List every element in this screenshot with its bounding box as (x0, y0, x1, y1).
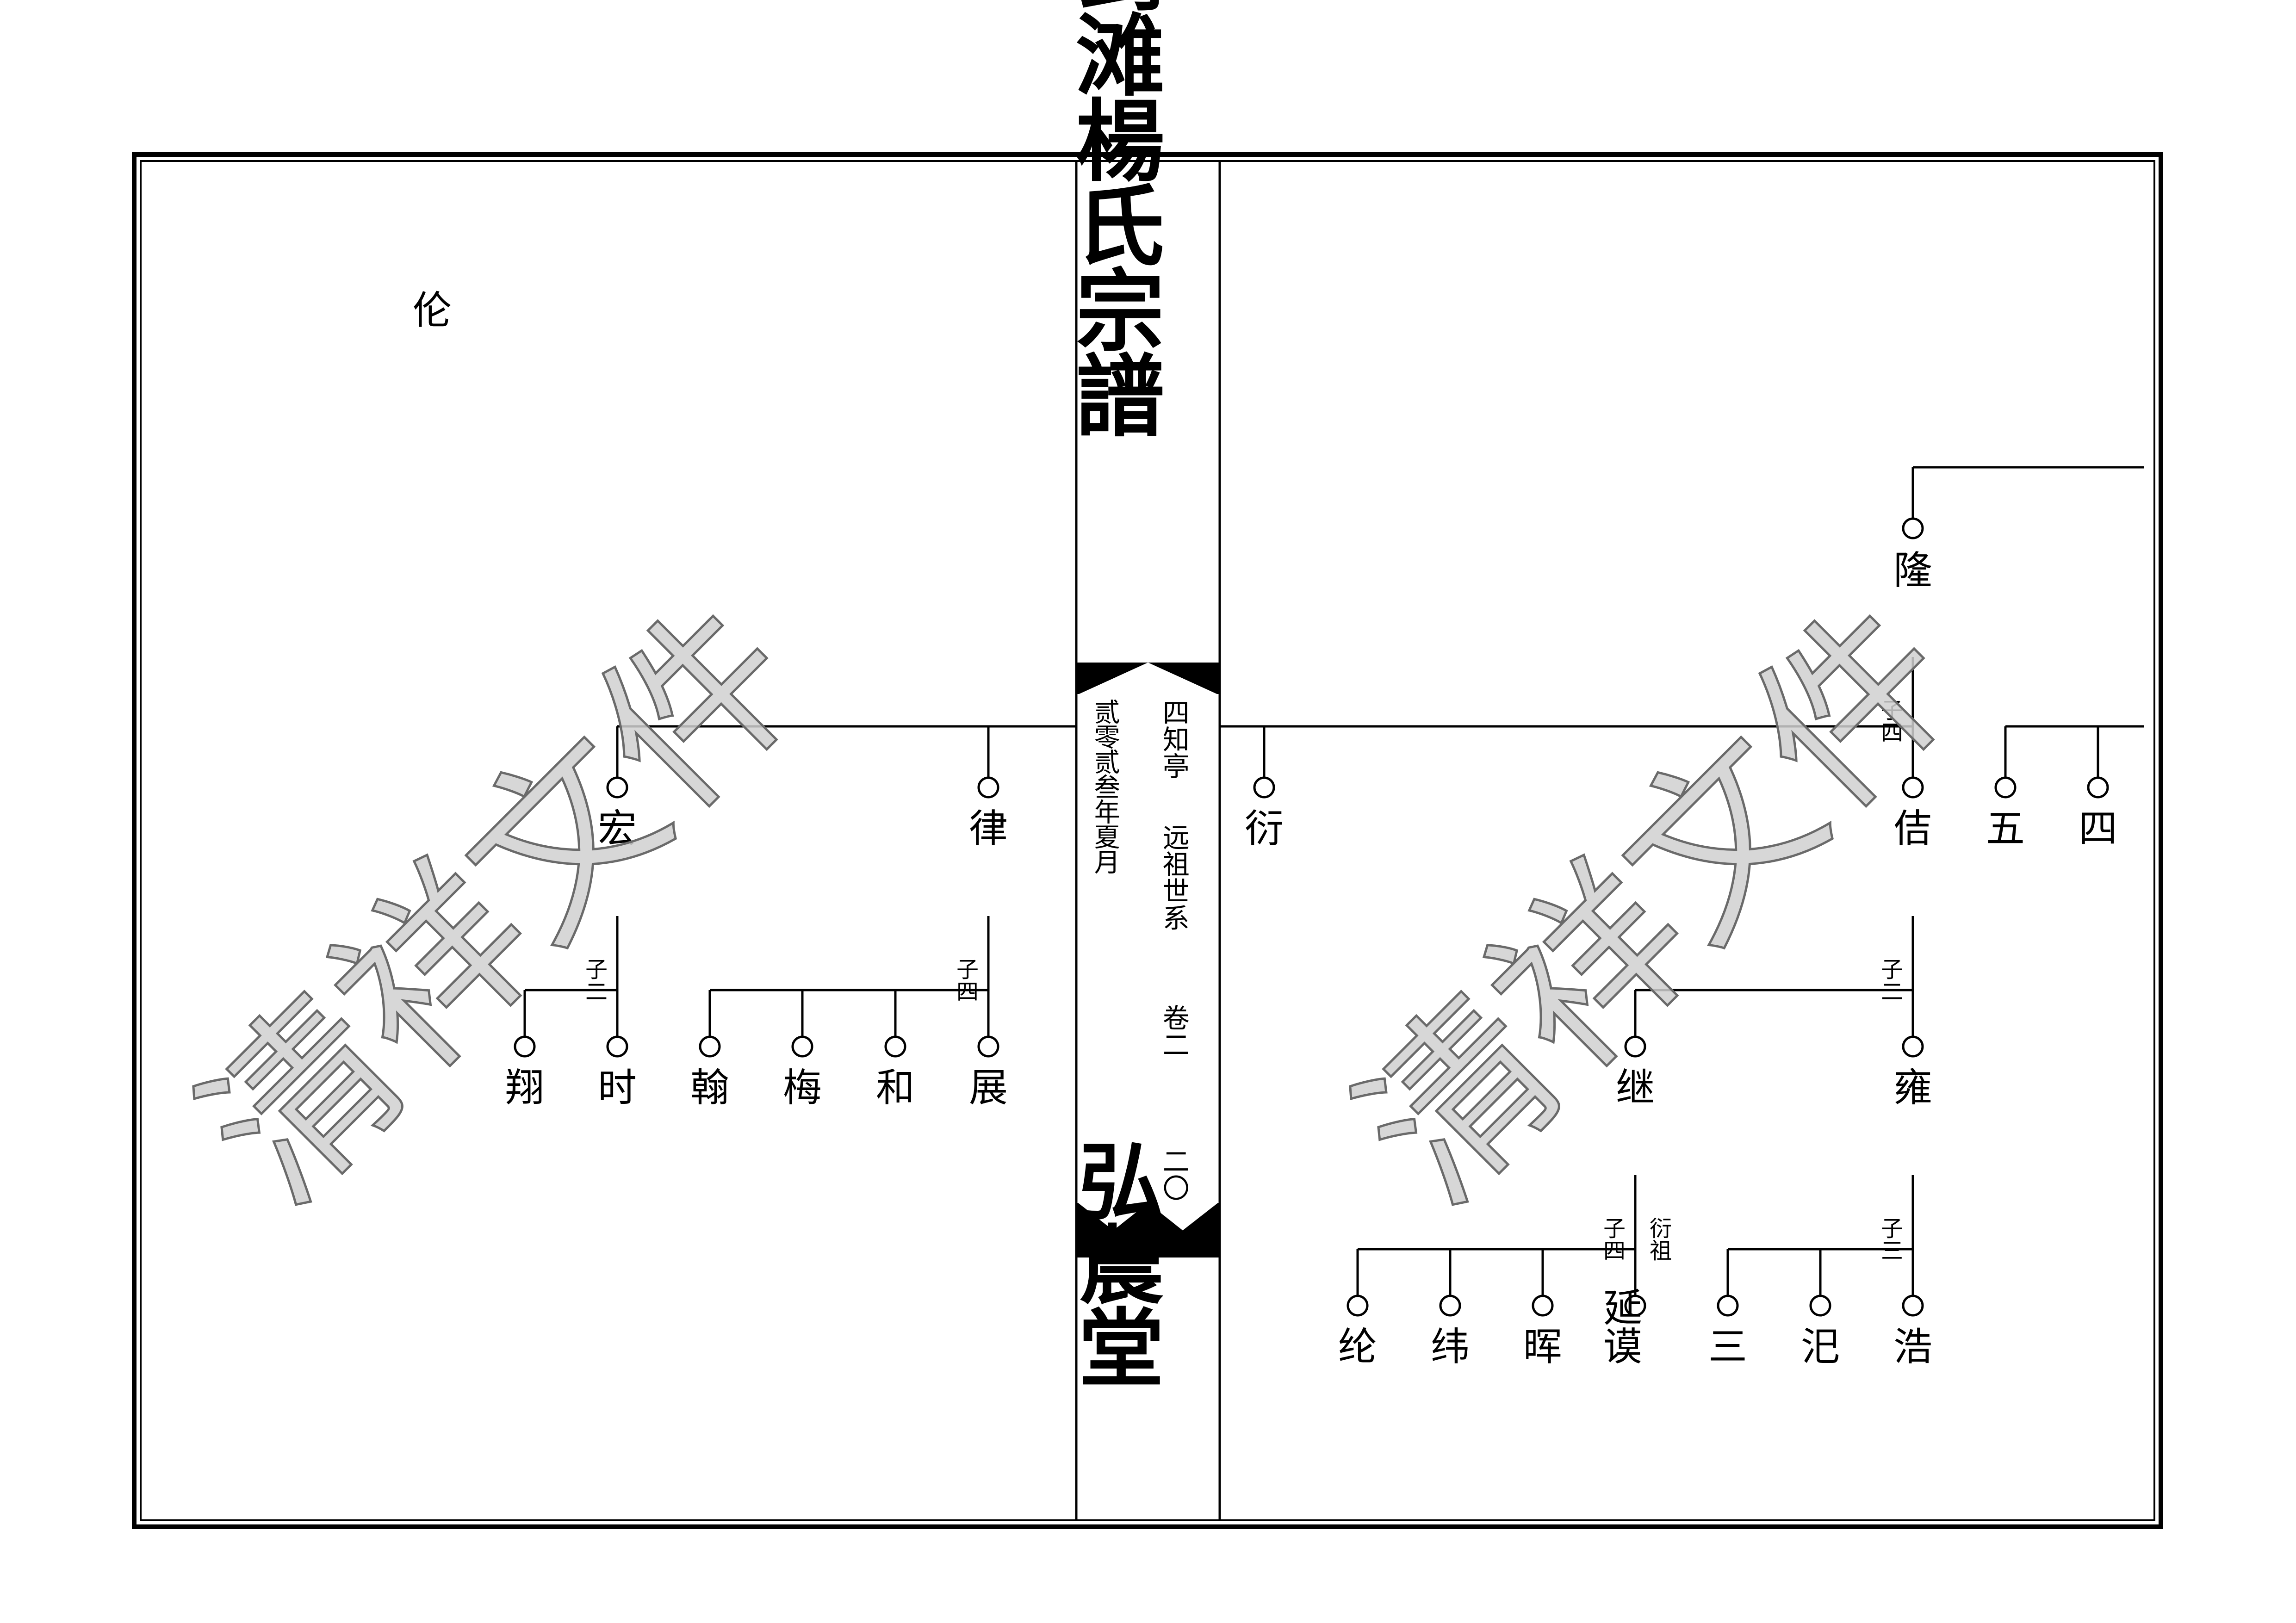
page-frame (132, 152, 2163, 1529)
person-name-mei: 梅 (783, 1065, 822, 1110)
spine-date: 贰零贰叁年夏月 (1090, 699, 1120, 874)
person-name-hui: 晖 (1523, 1324, 1562, 1369)
person-name-yan: 衍 (1245, 806, 1284, 851)
spine-section: 远祖世系 (1158, 824, 1190, 931)
note-yan-ancestor: 衍祖 (1645, 1217, 1671, 1261)
person-name-wei: 纬 (1431, 1324, 1470, 1369)
spine-title: 剑滩楊氏宗譜 (1061, 0, 1165, 437)
spine-branch: 四知亭 (1158, 699, 1190, 779)
child-count-ji: 子四 (1877, 699, 1903, 743)
person-name-lv: 律 (969, 806, 1008, 851)
person-name-he: 和 (876, 1065, 915, 1110)
spine-page-number: 二〇 (1158, 1147, 1190, 1201)
person-name-shi: 时 (598, 1065, 637, 1110)
person-name-long: 隆 (1893, 548, 1932, 593)
child-count-ji2: 子四 (1599, 1217, 1625, 1261)
tree-lines (523, 466, 2144, 1295)
person-name-san: 三 (1708, 1324, 1747, 1369)
person-name-si2: 汜 (1801, 1324, 1840, 1369)
watermark-left: 清祥文件 (163, 566, 839, 1241)
child-count-hong: 子二 (581, 958, 607, 1002)
child-count-yong: 子二 (1877, 958, 1903, 1002)
person-name-si: 四 (2079, 806, 2117, 851)
person-name-yong: 雍 (1893, 1065, 1932, 1110)
spine-hall-name: 弘農堂 (1064, 1137, 1164, 1387)
watermark-right: 清祥文件 (1320, 566, 1996, 1241)
book-spine (1075, 161, 1221, 1520)
person-name-ji2: 继 (1616, 1065, 1655, 1110)
person-markers (514, 517, 2109, 1317)
person-name-lun2: 纶 (1338, 1324, 1377, 1369)
child-count-lv: 子四 (952, 958, 978, 1002)
person-name-wu: 五 (1986, 806, 2025, 851)
person-name-zhan: 展 (969, 1065, 1008, 1110)
person-name-hao: 浩 (1893, 1324, 1932, 1369)
spine-volume: 卷二 (1158, 1004, 1190, 1058)
person-name-lun: 伦 (413, 288, 452, 333)
child-count-yong2: 子三 (1877, 1217, 1903, 1261)
person-name-han: 翰 (690, 1065, 729, 1110)
person-name-ji: 佶 (1893, 806, 1932, 851)
person-name-xiang: 翔 (505, 1065, 544, 1110)
person-name-yanmo: 延谟 (1597, 1287, 1643, 1365)
person-name-hong: 宏 (598, 806, 637, 851)
